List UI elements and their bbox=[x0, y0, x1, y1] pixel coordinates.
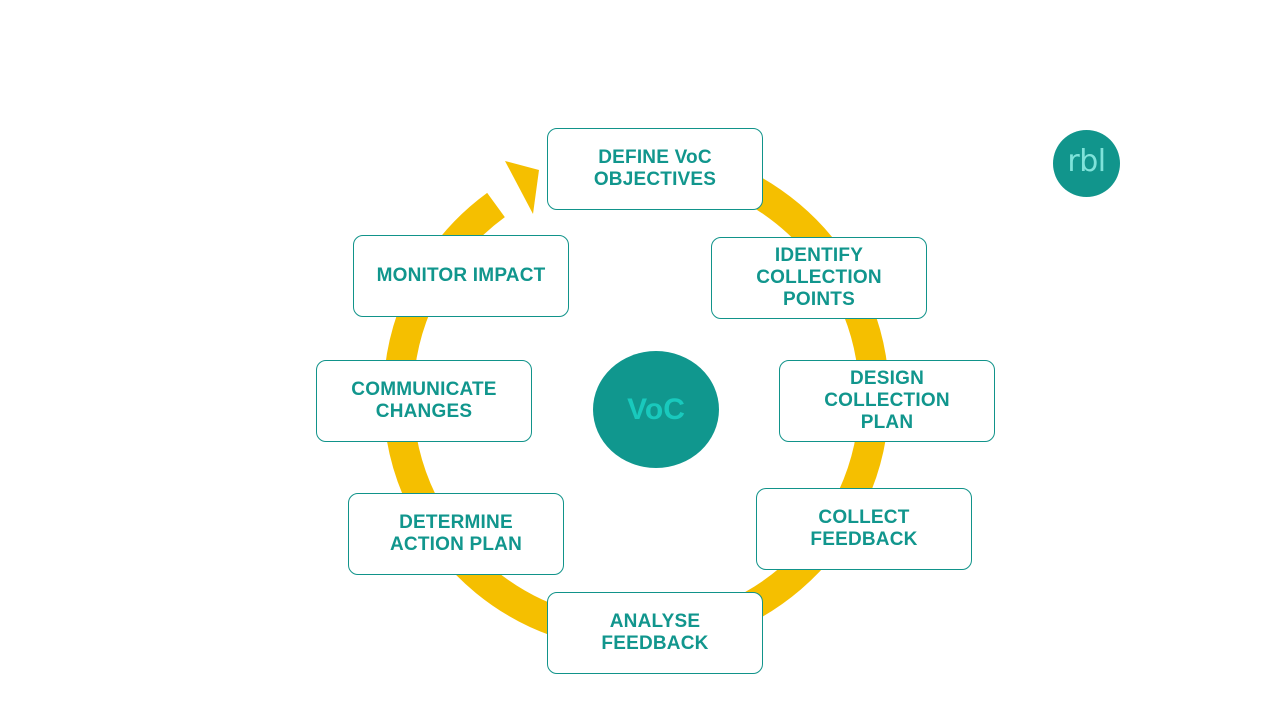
step-monitor-impact: MONITOR IMPACT bbox=[353, 235, 569, 317]
step-communicate-changes: COMMUNICATE CHANGES bbox=[316, 360, 532, 442]
step-label: DESIGN COLLECTION PLAN bbox=[824, 368, 950, 433]
step-design-collection-plan: DESIGN COLLECTION PLAN bbox=[779, 360, 995, 442]
step-collect-feedback: COLLECT FEEDBACK bbox=[756, 488, 972, 570]
step-determine-action-plan: DETERMINE ACTION PLAN bbox=[348, 493, 564, 575]
step-label: IDENTIFY COLLECTION POINTS bbox=[756, 245, 882, 310]
step-identify-collection-points: IDENTIFY COLLECTION POINTS bbox=[711, 237, 927, 319]
step-analyse-feedback: ANALYSE FEEDBACK bbox=[547, 592, 763, 674]
step-label: COLLECT FEEDBACK bbox=[810, 507, 918, 550]
step-label: ANALYSE FEEDBACK bbox=[601, 611, 709, 654]
center-label: VoC bbox=[627, 392, 685, 426]
step-label: DEFINE VoC OBJECTIVES bbox=[593, 147, 717, 190]
logo-text: rbl bbox=[1067, 144, 1106, 179]
step-label: COMMUNICATE CHANGES bbox=[351, 379, 497, 422]
cycle-arrow-head bbox=[505, 161, 539, 214]
step-define-objectives: DEFINE VoC OBJECTIVES bbox=[547, 128, 763, 210]
step-label: DETERMINE ACTION PLAN bbox=[389, 512, 523, 555]
center-hub: VoC bbox=[593, 351, 719, 468]
step-label: MONITOR IMPACT bbox=[376, 265, 546, 286]
rbl-logo: rbl bbox=[1053, 130, 1120, 197]
